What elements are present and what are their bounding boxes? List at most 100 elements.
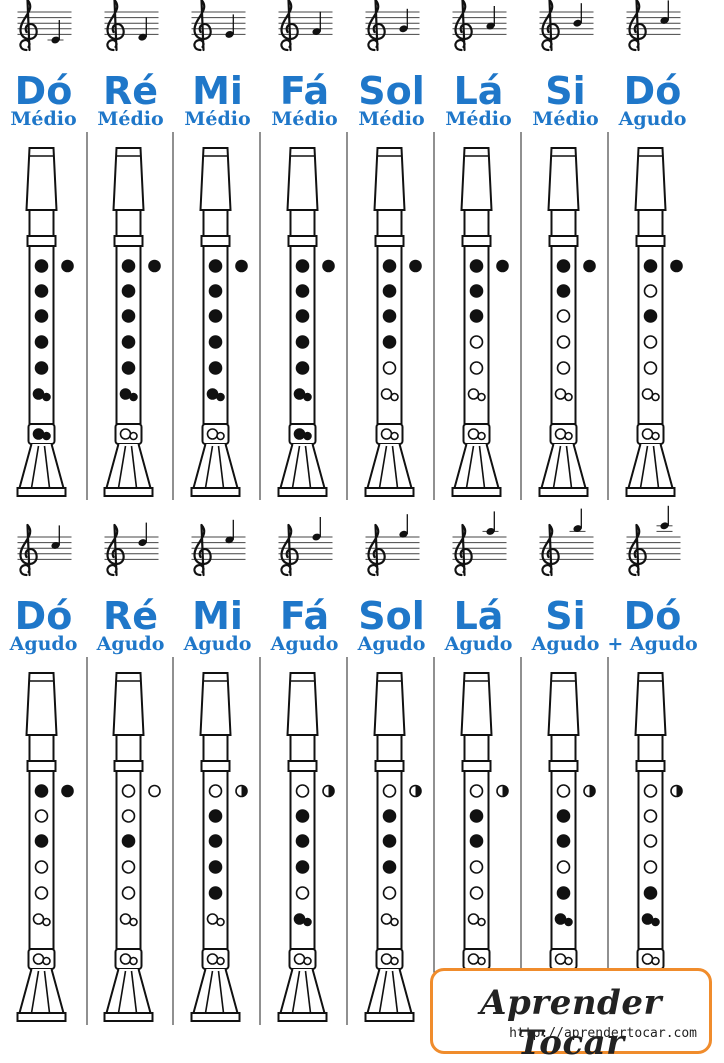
double-hole-foot [206,428,219,440]
recorder-head [547,672,580,736]
thumb-hole-icon [496,259,509,273]
recorder-joint [461,760,492,772]
recorder-neck [463,734,490,762]
recorder-base [190,487,241,497]
finger-hole [556,309,571,323]
recorder-bell-line [391,970,399,1014]
recorder-bell-line [130,970,138,1014]
finger-hole [34,860,49,874]
recorder-joint [26,235,57,247]
note-head [573,19,582,27]
octave-label: Agudo [270,633,339,655]
recorder-bell-line [130,445,138,489]
double-hole [119,913,132,925]
finger-hole [295,284,310,298]
finger-hole [469,860,484,874]
recorder-base [277,1012,328,1022]
finger-hole [469,259,484,273]
finger-hole [469,834,484,848]
double-hole [293,388,306,400]
double-hole-foot [564,956,573,966]
finger-hole [556,335,571,349]
double-hole [564,917,573,927]
recorder-joint [635,760,666,772]
recorder-bell [279,968,326,1014]
note-name-label: Fá [280,69,329,113]
note-name-label: Lá [454,594,504,638]
finger-hole [382,284,397,298]
double-hole [206,388,219,400]
brand-box[interactable]: Aprender Tocar http://aprendertocar.com [430,968,712,1063]
recorder-neck [550,734,577,762]
recorder-joint [635,235,666,247]
double-hole-foot [554,428,567,440]
thumb-hole-icon [148,259,161,273]
finger-hole [34,886,49,900]
octave-label: Médio [445,108,511,130]
recorder-bell-line [117,970,127,1014]
treble-clef-icon [541,0,560,52]
double-hole [651,917,660,927]
recorder-joint [548,235,579,247]
finger-hole [208,784,223,798]
recorder-bell [627,443,674,489]
double-hole [477,917,486,927]
finger-hole [34,809,49,823]
recorder-head [199,147,232,211]
treble-clef-icon [193,0,212,52]
recorder-neck [376,734,403,762]
double-hole-foot [42,956,51,966]
double-hole-foot [32,953,45,965]
recorder-bell [192,968,239,1014]
double-hole [554,388,567,400]
double-hole [380,388,393,400]
brand-url[interactable]: http://aprendertocar.com [509,1026,697,1041]
treble-clef-icon [106,0,125,52]
double-hole-foot [467,428,480,440]
finger-hole [556,860,571,874]
treble-clef-icon [541,523,560,577]
note-name-label: Ré [103,69,158,113]
recorder-neck [289,734,316,762]
recorder-neck [550,209,577,237]
recorder-bell-line [465,445,475,489]
octave-label: Médio [358,108,424,130]
recorder-neck [637,209,664,237]
treble-clef-icon [628,0,647,52]
recorder-bell [366,968,413,1014]
recorder-bell [453,443,500,489]
double-hole [206,913,219,925]
double-hole [293,913,306,925]
finger-hole [556,886,571,900]
finger-hole [556,259,571,273]
thumb-hole-icon [148,784,161,798]
recorder-bell [366,443,413,489]
note-head [486,22,495,30]
double-hole-foot [641,428,654,440]
finger-hole [295,361,310,375]
finger-hole [295,335,310,349]
finger-hole [121,784,136,798]
thumb-hole-half [415,785,421,797]
finger-hole [295,259,310,273]
thumb-hole-icon [409,259,422,273]
finger-hole [295,809,310,823]
recorder-head [460,672,493,736]
thumb-hole-icon [61,784,74,798]
octave-label: Agudo [444,633,513,655]
note-column: Dó+ Agudo [607,505,698,1022]
note-head [312,28,321,36]
recorder-bell-line [552,445,562,489]
recorder-joint [548,760,579,772]
thumb-hole-icon [322,259,335,273]
recorder-bell-line [117,445,127,489]
double-hole-foot [303,431,312,441]
recorder-bell [18,968,65,1014]
finger-hole [643,809,658,823]
double-hole-foot [390,956,399,966]
recorder-head [286,672,319,736]
double-hole-foot [477,956,486,966]
treble-clef-icon [367,523,386,577]
thumb-hole-icon [583,259,596,273]
